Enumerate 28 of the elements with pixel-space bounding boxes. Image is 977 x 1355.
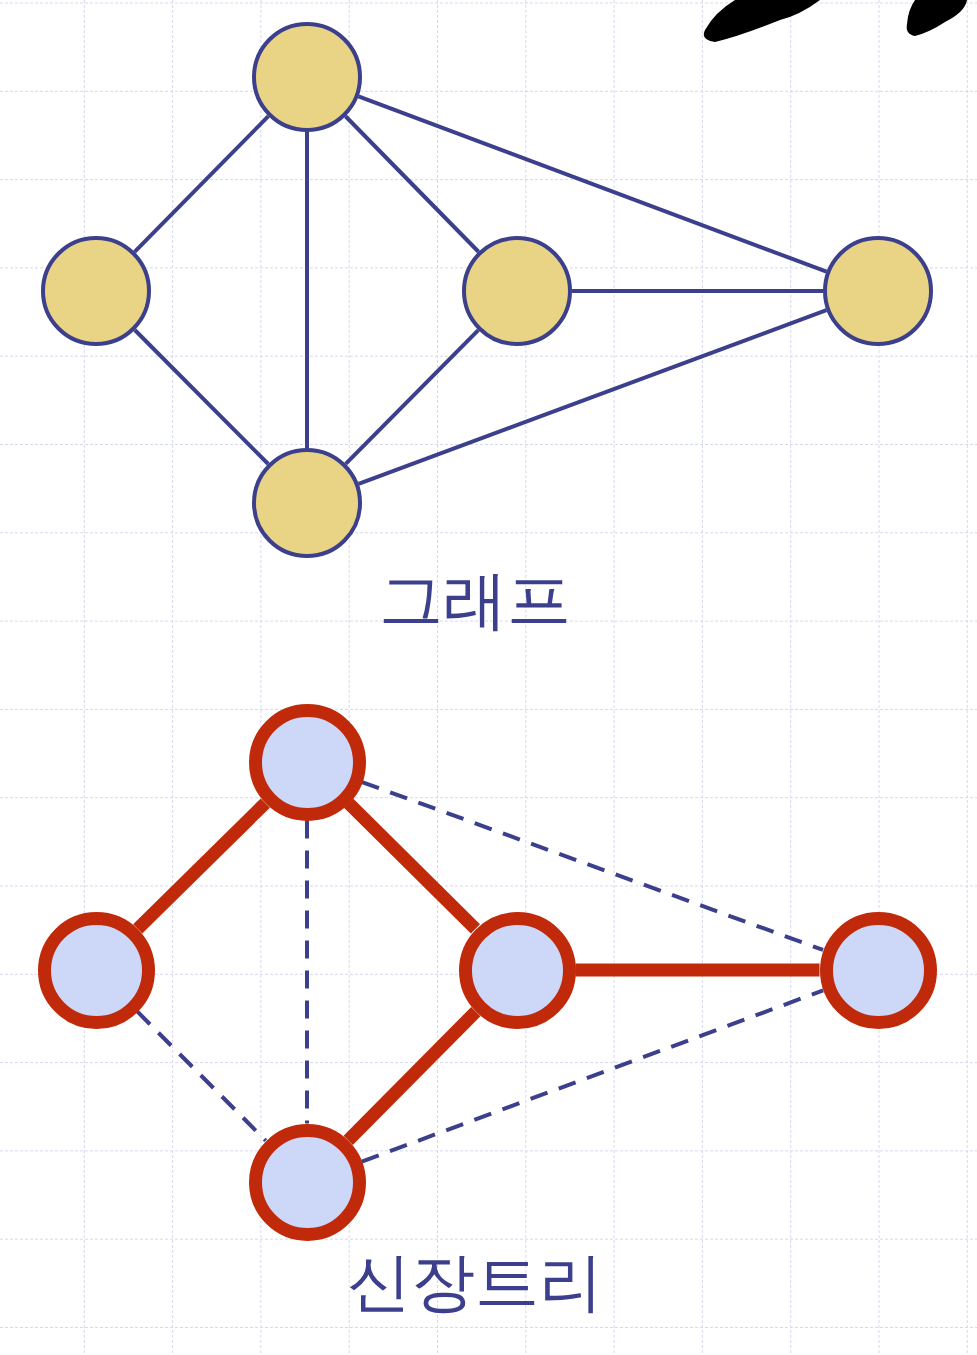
edge <box>305 132 309 448</box>
dashed-edge <box>305 820 309 1124</box>
circle-node <box>252 22 362 132</box>
edge <box>572 289 823 293</box>
circle-node <box>823 236 933 346</box>
dashed-edge <box>361 780 824 952</box>
edge <box>133 328 270 466</box>
dashed-edge <box>361 988 824 1164</box>
circle-node <box>248 703 366 821</box>
edge <box>357 94 828 274</box>
tree-edge <box>343 1007 481 1145</box>
dashed-edge <box>135 1010 268 1142</box>
circle-node <box>37 911 155 1029</box>
circle-node <box>248 1123 366 1241</box>
edge <box>133 114 270 254</box>
edge <box>357 308 828 486</box>
circle-node <box>41 236 151 346</box>
edge <box>344 328 480 466</box>
edge <box>344 114 480 254</box>
tree-edge <box>344 798 480 934</box>
circle-node <box>819 911 937 1029</box>
tree-edge <box>133 798 270 934</box>
caption: 그래프 <box>379 568 571 632</box>
circle-node <box>252 448 362 558</box>
circle-node <box>462 236 572 346</box>
tree-edge <box>575 963 820 977</box>
circle-node <box>458 911 576 1029</box>
caption: 신장트리 <box>347 1250 603 1314</box>
